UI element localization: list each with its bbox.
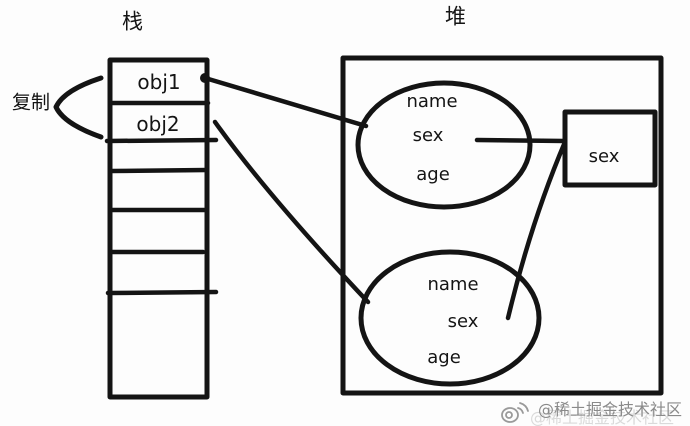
copy-brace [53, 75, 104, 140]
stack-divider [109, 167, 210, 174]
line-obj2-to-bottom-object [212, 119, 371, 305]
bottom-object-field-sex: sex [447, 311, 479, 332]
stack-divider [104, 137, 219, 144]
stack-cell-obj2: obj2 [136, 112, 180, 136]
bottom-object-field-age: age [427, 347, 461, 368]
watermark: @稀土掘金技术社区 @稀土掘金技术社区 [498, 392, 690, 426]
heap-outline [340, 55, 664, 396]
line-topsex-to-box [474, 137, 568, 144]
stack-title: 栈 [122, 9, 144, 34]
heap-object-top-ellipse [355, 80, 533, 210]
watermark-text: @稀土掘金技术社区 [538, 400, 683, 419]
top-object-field-name: name [406, 91, 458, 112]
top-object-field-sex: sex [412, 125, 444, 146]
bottom-object-field-name: name [427, 274, 479, 295]
copy-label: 复制 [11, 91, 51, 114]
stack-divider [105, 289, 219, 296]
stack-outline [107, 57, 210, 400]
line-obj1-to-top-object [202, 75, 369, 129]
shared-sex-box [562, 109, 658, 188]
stack-cell-obj1: obj1 [137, 70, 181, 94]
heap-title: 堆 [445, 4, 467, 29]
weibo-icon [501, 402, 529, 423]
top-object-field-age: age [416, 164, 450, 185]
heap-object-bottom-ellipse [358, 249, 542, 387]
line-box-to-bottomsex [505, 139, 568, 321]
watermark-ghost-text: @稀土掘金技术社区 [530, 408, 675, 426]
shared-sex-box-label: sex [588, 146, 620, 167]
